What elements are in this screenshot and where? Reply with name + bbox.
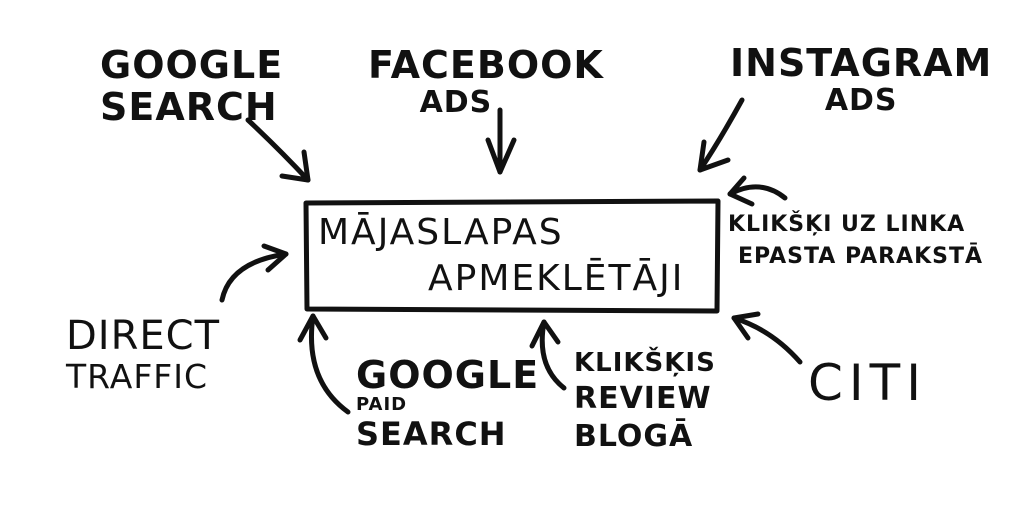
google-paid-search-line1: GOOGLE (356, 353, 540, 397)
arrow-email-signature (727, 175, 788, 207)
email-signature-line1: KLIKŠĶI UZ LINKA (728, 212, 966, 237)
google-paid-search-line3: SEARCH (356, 415, 507, 453)
source-instagram-ads: INSTAGRAM ADS (730, 44, 992, 116)
arrow-google-paid-search (297, 313, 351, 415)
source-facebook-ads: FACEBOOK ADS (368, 46, 604, 118)
source-email-signature: KLIKŠĶI UZ LINKA EPASTA PARAKSTĀ (728, 214, 983, 268)
google-paid-search-line2: PAID (356, 394, 408, 415)
arrow-google-search (245, 117, 311, 183)
facebook-ads-line1: FACEBOOK (368, 43, 604, 87)
instagram-ads-line2: ADS (824, 83, 898, 118)
source-review-blog: KLIKŠĶIS REVIEW BLOGĀ (574, 350, 716, 452)
arrow-instagram-ads (697, 97, 745, 173)
google-search-line2: SEARCH (100, 85, 278, 129)
review-blog-line2: REVIEW (574, 381, 712, 416)
center-title-line2: APMEKLĒTĀJI (428, 258, 685, 299)
source-other: CITI (808, 358, 927, 408)
center-title-line1: MĀJASLAPAS (318, 212, 564, 253)
google-search-line1: GOOGLE (100, 43, 284, 87)
facebook-ads-line2: ADS (419, 85, 493, 120)
arrow-direct-traffic (219, 243, 289, 303)
arrow-other (731, 311, 803, 365)
direct-traffic-line2: TRAFFIC (66, 357, 209, 396)
instagram-ads-line1: INSTAGRAM (730, 41, 993, 85)
direct-traffic-line1: DIRECT (66, 313, 221, 359)
email-signature-line2: EPASTA PARAKSTĀ (738, 244, 984, 269)
source-direct-traffic: DIRECT TRAFFIC (66, 316, 220, 393)
review-blog-line1: KLIKŠĶIS (574, 348, 716, 378)
source-google-search: GOOGLE SEARCH (100, 46, 283, 126)
review-blog-line3: BLOGĀ (574, 419, 694, 454)
other-line1: CITI (808, 354, 927, 412)
arrow-review-blog (529, 319, 567, 391)
center-box (303, 198, 721, 314)
source-google-paid-search: GOOGLE PAID SEARCH (356, 356, 539, 450)
arrow-facebook-ads (485, 107, 517, 175)
